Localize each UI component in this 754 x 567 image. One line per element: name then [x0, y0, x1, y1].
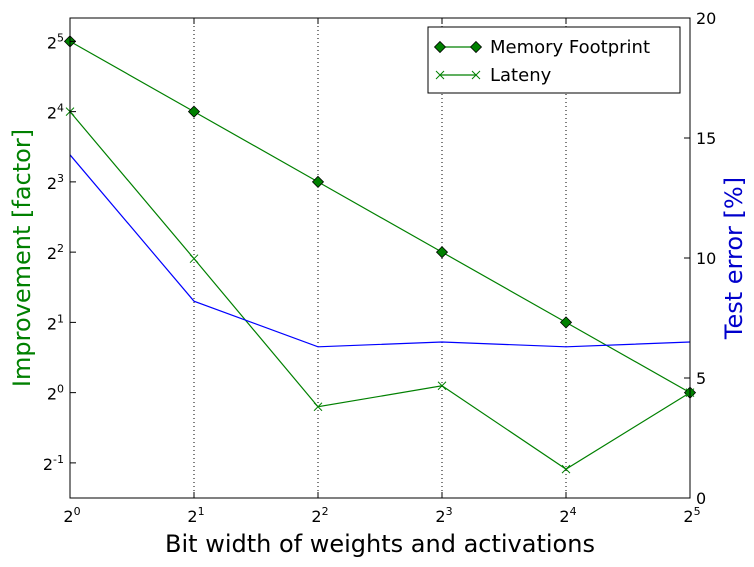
memory-footprint-point	[435, 246, 449, 259]
y-right-axis-label: Test error [%]	[720, 177, 748, 340]
lateny-point	[437, 381, 447, 391]
legend-marker-lateny	[471, 70, 481, 80]
legend-marker-memory-footprint	[469, 40, 483, 54]
y-right-tick-label: 0	[696, 489, 706, 508]
x-tick-label: 24	[559, 505, 576, 526]
legend-label-memory-footprint: Memory Footprint	[490, 37, 650, 58]
y-right-tick-label: 5	[696, 369, 706, 388]
legend-label-lateny: Lateny	[490, 65, 552, 86]
y-left-tick-label: 23	[47, 172, 64, 193]
y-right-tick-label: 15	[696, 129, 716, 148]
x-tick-label: 21	[187, 505, 204, 526]
lateny-point	[561, 464, 571, 474]
lateny-point	[313, 402, 323, 412]
x-tick-label: 23	[435, 505, 452, 526]
legend-marker-lateny	[435, 70, 445, 80]
y-left-tick-label: 25	[47, 31, 64, 52]
x-tick-label: 20	[63, 505, 80, 526]
memory-footprint-point	[187, 105, 201, 118]
memory-footprint-point	[311, 175, 325, 188]
legend-marker-memory-footprint	[433, 40, 447, 54]
x-tick-label: 25	[683, 505, 700, 526]
y-left-tick-label: 22	[47, 242, 64, 263]
y-left-tick-label: 2-1	[43, 453, 64, 474]
y-left-tick-label: 20	[47, 383, 64, 404]
legend-box	[427, 26, 681, 94]
y-left-tick-label: 21	[47, 312, 64, 333]
x-tick-label: 22	[311, 505, 328, 526]
y-right-tick-label: 10	[696, 249, 716, 268]
memory-footprint-line	[69, 40, 691, 394]
lateny-line	[69, 111, 691, 470]
series-2-line	[69, 154, 691, 348]
y-left-axis-label: Improvement [factor]	[8, 129, 36, 387]
memory-footprint-point	[559, 316, 573, 329]
lateny-point	[189, 254, 199, 264]
x-axis-label: Bit width of weights and activations	[165, 530, 595, 558]
series-layer	[63, 35, 697, 474]
y-right-tick-label: 20	[696, 9, 716, 28]
y-left-tick-label: 24	[47, 102, 64, 123]
